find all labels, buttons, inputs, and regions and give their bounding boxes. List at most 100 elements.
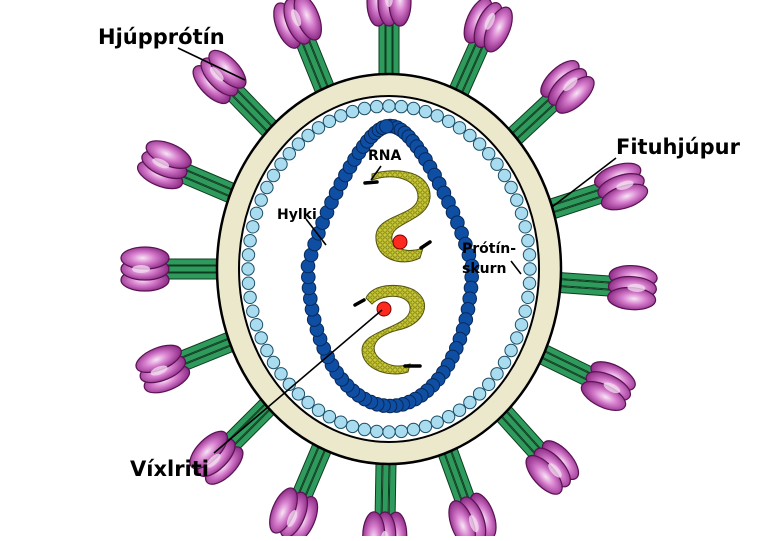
matrix-bead [382, 99, 396, 113]
matrix-bead [382, 425, 396, 439]
matrix-bead [514, 206, 529, 221]
matrix-bead [274, 157, 288, 171]
matrix-bead [243, 234, 257, 248]
matrix-bead [357, 422, 372, 437]
matrix-bead [370, 424, 384, 439]
rna-end-mark [419, 240, 432, 250]
label-rna: RNA [368, 148, 401, 164]
matrix-bead [463, 395, 477, 410]
matrix-bead [523, 262, 537, 276]
spike-protein [532, 342, 636, 412]
matrix-bead [518, 220, 532, 234]
matrix-bead [334, 415, 348, 429]
matrix-bead [260, 343, 274, 358]
spike-protein [446, 0, 513, 103]
matrix-bead [521, 290, 535, 304]
matrix-bead [266, 168, 281, 183]
rna-end-mark [363, 180, 379, 185]
spike-protein [551, 264, 658, 311]
matrix-bead [430, 415, 444, 429]
matrix-bead [345, 419, 360, 434]
matrix-bead [504, 180, 518, 195]
matrix-bead [406, 101, 421, 116]
matrix-bead [291, 387, 306, 401]
rna-end-mark [353, 298, 366, 307]
matrix-bead [345, 104, 360, 119]
matrix-bead [241, 262, 255, 276]
matrix-bead [301, 395, 315, 410]
matrix-bead [504, 343, 518, 358]
matrix-protein-layer [241, 99, 537, 439]
spike-protein [269, 437, 334, 541]
label-fituhjupur: Fituhjúpur [616, 135, 741, 159]
matrix-bead [522, 276, 537, 290]
spike-protein [541, 162, 649, 221]
matrix-bead [452, 121, 467, 135]
label-hjupprotin: Hjúpprótín [98, 25, 225, 49]
matrix-bead [249, 318, 264, 332]
matrix-bead [266, 355, 281, 370]
spike-protein [192, 49, 282, 142]
matrix-bead [246, 220, 260, 234]
polymerase-dot [392, 234, 408, 250]
matrix-bead [334, 109, 348, 123]
matrix-bead [241, 276, 256, 290]
matrix-bead [249, 206, 264, 221]
matrix-bead [394, 99, 408, 114]
matrix-bead [418, 104, 433, 119]
capsid-layer [300, 118, 480, 414]
matrix-bead [497, 168, 512, 183]
capsid-bead [379, 119, 394, 134]
envelope-inner [238, 95, 540, 443]
leader-line-vixlriti [213, 309, 383, 454]
matrix-bead [291, 137, 306, 151]
matrix-bead [510, 193, 524, 207]
matrix-bead [246, 304, 260, 318]
matrix-bead [490, 157, 504, 171]
matrix-bead [274, 367, 288, 381]
matrix-bead [482, 377, 496, 391]
matrix-bead [357, 101, 372, 116]
leader-line-fituhjupur [551, 157, 617, 208]
matrix-bead [243, 290, 257, 304]
matrix-bead [514, 318, 529, 332]
matrix-bead [311, 403, 326, 417]
label-protinskurn-line1: Prótín- [462, 241, 516, 257]
matrix-bead [430, 109, 444, 123]
matrix-bead [441, 114, 456, 129]
matrix-bead [490, 367, 504, 381]
matrix-bead [521, 234, 535, 248]
matrix-bead [522, 248, 537, 262]
polymerase-dot [376, 301, 392, 317]
matrix-bead [254, 193, 268, 207]
matrix-bead [254, 331, 268, 345]
matrix-bead [301, 128, 315, 143]
spike-protein [366, 0, 412, 83]
matrix-bead [394, 424, 408, 439]
matrix-bead [463, 128, 477, 143]
matrix-bead [406, 422, 421, 437]
matrix-bead [472, 137, 487, 151]
matrix-bead [322, 410, 337, 424]
matrix-bead [497, 355, 512, 370]
spike-protein [273, 0, 337, 100]
leader-line-hjupprotin [177, 47, 246, 81]
spike-protein [120, 246, 226, 292]
matrix-bead [472, 387, 487, 401]
leader-line-hylki [305, 218, 327, 246]
spike-protein [189, 394, 280, 485]
matrix-bead [241, 248, 256, 262]
matrix-bead [441, 410, 456, 424]
matrix-bead [322, 114, 337, 129]
label-hylki: Hylki [277, 207, 317, 223]
matrix-bead [260, 180, 274, 195]
leader-line-protinskurn [510, 260, 522, 275]
spike-protein [362, 455, 408, 541]
label-vixlriti: Víxlriti [130, 457, 209, 481]
leader-line-rna [370, 165, 382, 181]
matrix-bead [452, 403, 467, 417]
matrix-bead [370, 99, 384, 114]
matrix-bead [518, 304, 532, 318]
matrix-bead [418, 419, 433, 434]
